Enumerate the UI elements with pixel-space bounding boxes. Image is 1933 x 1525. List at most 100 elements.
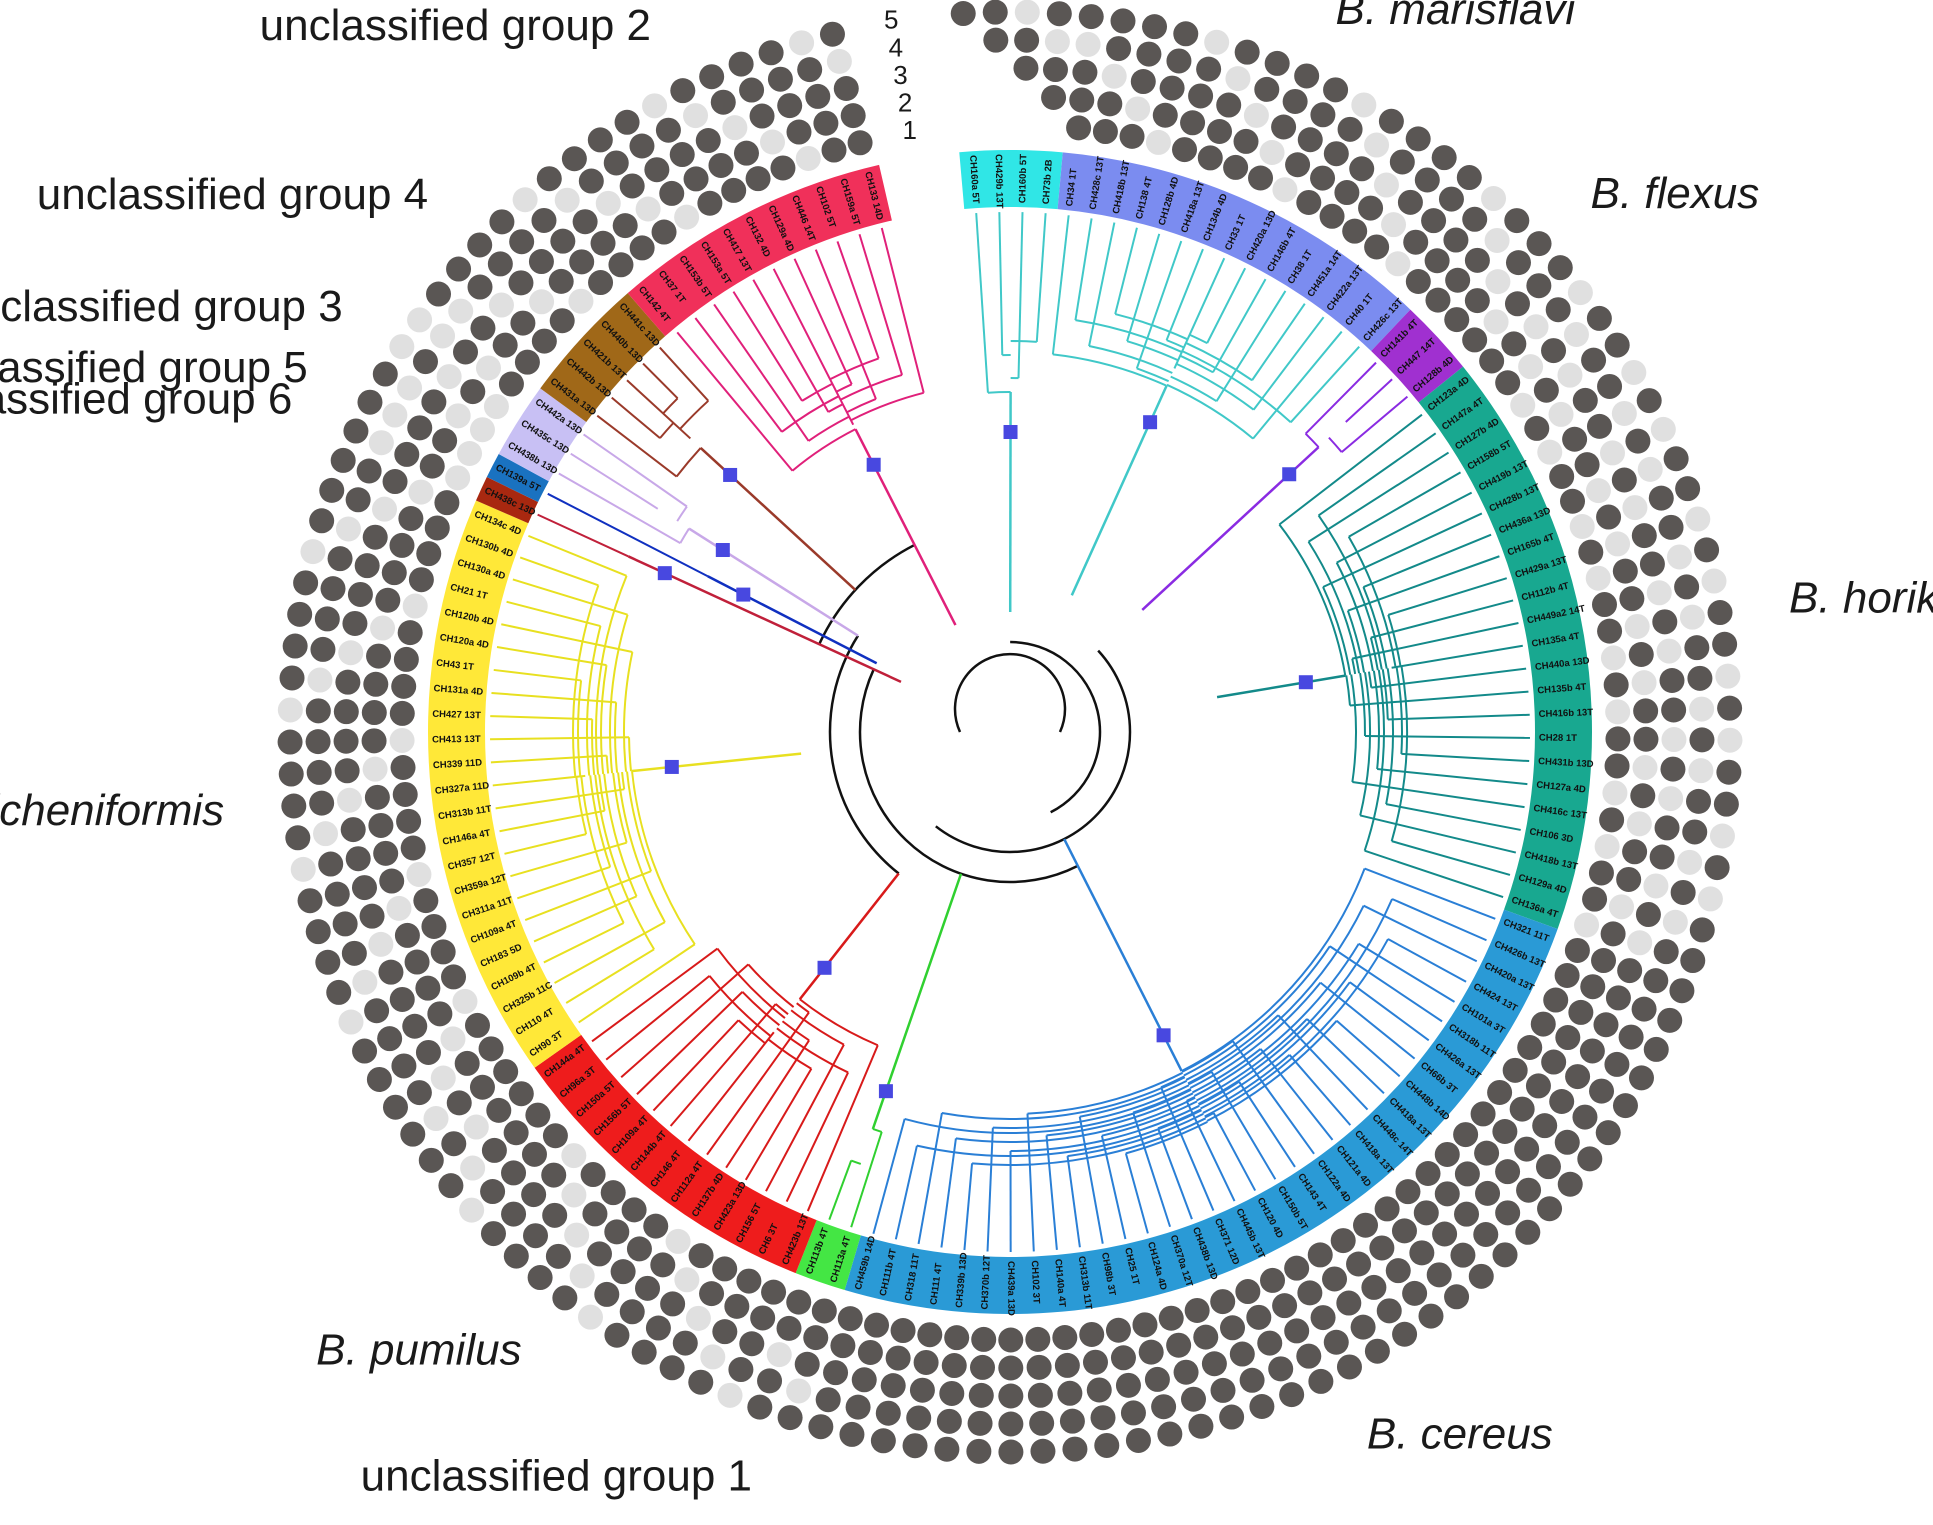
leaf-branch bbox=[814, 249, 877, 400]
backbone bbox=[818, 543, 1132, 884]
marker-ring-5 bbox=[699, 64, 725, 90]
leaf-label: CH339 11D bbox=[433, 757, 483, 771]
leaf-connector bbox=[595, 575, 628, 775]
marker-ring-5 bbox=[1713, 791, 1739, 817]
marker-ring-3 bbox=[342, 610, 368, 636]
leaf-branch bbox=[1387, 577, 1508, 616]
marker-ring-5 bbox=[282, 633, 308, 659]
leaf-label: CH429b 13T bbox=[993, 154, 1005, 209]
leaf-label: CH160a 5T bbox=[967, 155, 981, 204]
marker-ring-2 bbox=[1525, 1073, 1551, 1099]
leaf-branch bbox=[1135, 240, 1183, 369]
marker-ring-5 bbox=[1547, 255, 1573, 281]
marker-ring-2 bbox=[1434, 1181, 1460, 1207]
marker-ring-1 bbox=[1184, 1297, 1210, 1323]
marker-ring-3 bbox=[394, 441, 420, 467]
leaf-connector bbox=[577, 680, 583, 777]
marker-ring-4 bbox=[786, 1378, 812, 1404]
marker-ring-3 bbox=[1361, 1274, 1387, 1300]
marker-ring-4 bbox=[1450, 1242, 1476, 1268]
leaf-branch bbox=[676, 331, 794, 472]
leaf-connector bbox=[626, 771, 652, 872]
leaf-connector bbox=[623, 651, 634, 772]
leaf-branch bbox=[806, 1044, 879, 1212]
marker-ring-1 bbox=[697, 190, 723, 216]
leaf-branch bbox=[565, 948, 655, 1004]
leaf-branch bbox=[1051, 215, 1070, 355]
leaf-label: CH416b 13T bbox=[1539, 707, 1594, 720]
marker-ring-1 bbox=[421, 913, 447, 939]
marker-ring-4 bbox=[412, 349, 438, 375]
marker-ring-4 bbox=[1611, 400, 1637, 426]
marker-ring-5 bbox=[1351, 92, 1377, 118]
marker-ring-4 bbox=[1677, 849, 1703, 875]
leaf-branch bbox=[490, 754, 607, 764]
leaf-connector bbox=[737, 1019, 766, 1045]
leaf-branch bbox=[1074, 218, 1093, 321]
marker-ring-5 bbox=[1094, 1432, 1120, 1458]
marker-ring-3 bbox=[1586, 413, 1612, 439]
marker-ring-5 bbox=[338, 1009, 364, 1035]
clade-band-ug3 bbox=[498, 388, 587, 482]
leaf-connector bbox=[679, 400, 709, 430]
marker-ring-1 bbox=[416, 541, 442, 567]
leaf-connector bbox=[1304, 432, 1320, 448]
marker-ring-3 bbox=[695, 128, 721, 154]
leaf-connector bbox=[987, 391, 1011, 394]
marker-ring-4 bbox=[377, 1026, 403, 1052]
marker-ring-3 bbox=[1057, 1380, 1083, 1406]
leaf-branch bbox=[1387, 713, 1530, 721]
marker-ring-2 bbox=[813, 110, 839, 136]
marker-ring-5 bbox=[1595, 1120, 1621, 1146]
marker-ring-1 bbox=[392, 781, 418, 807]
marker-ring-4 bbox=[710, 89, 736, 115]
leaf-branch bbox=[1289, 346, 1360, 423]
marker-ring-1 bbox=[1560, 488, 1586, 514]
marker-ring-2 bbox=[362, 756, 388, 782]
clade-root-branch bbox=[872, 464, 957, 626]
leaf-connector bbox=[827, 403, 844, 413]
marker-ring-5 bbox=[1586, 305, 1612, 331]
marker-ring-1 bbox=[469, 417, 495, 443]
marker-ring-2 bbox=[1233, 128, 1259, 154]
marker-ring-4 bbox=[1535, 1154, 1561, 1180]
marker-ring-5 bbox=[389, 334, 415, 360]
leaf-connector bbox=[781, 395, 840, 433]
leaf-branch bbox=[1349, 981, 1430, 1042]
marker-ring-3 bbox=[382, 469, 408, 495]
marker-ring-5 bbox=[489, 209, 515, 235]
marker-ring-3 bbox=[766, 1342, 792, 1368]
leaf-connector bbox=[600, 664, 608, 775]
marker-ring-2 bbox=[941, 1353, 967, 1379]
marker-ring-2 bbox=[1445, 267, 1471, 293]
marker-ring-5 bbox=[1604, 332, 1630, 358]
marker-ring-3 bbox=[1072, 59, 1098, 85]
marker-ring-5 bbox=[1364, 1338, 1390, 1364]
marker-ring-5 bbox=[1716, 759, 1742, 785]
marker-ring-3 bbox=[1159, 75, 1185, 101]
marker-ring-4 bbox=[545, 1243, 571, 1269]
marker-ring-4 bbox=[397, 375, 423, 401]
marker-ring-4 bbox=[1686, 788, 1712, 814]
marker-ring-3 bbox=[777, 93, 803, 119]
marker-ring-1 bbox=[736, 1268, 762, 1294]
marker-ring-4 bbox=[1323, 1329, 1349, 1355]
marker-ring-2 bbox=[1501, 331, 1527, 357]
marker-ring-1 bbox=[795, 145, 821, 171]
marker-ring-3 bbox=[823, 1360, 849, 1386]
marker-ring-4 bbox=[1296, 1343, 1322, 1369]
clade-band-marisflavi bbox=[1057, 152, 1411, 351]
clade-label-ug3: unclassified group 3 bbox=[0, 282, 343, 331]
marker-ring-2 bbox=[1596, 504, 1622, 530]
marker-ring-5 bbox=[966, 1438, 992, 1464]
marker-ring-4 bbox=[1166, 48, 1192, 74]
clade-root-branch bbox=[1070, 421, 1152, 596]
marker-ring-1 bbox=[445, 465, 471, 491]
marker-ring-4 bbox=[1254, 76, 1280, 102]
marker-ring-2 bbox=[469, 1074, 495, 1100]
leaf-label: CH339b 13D bbox=[954, 1252, 970, 1308]
marker-ring-4 bbox=[578, 168, 604, 194]
marker-ring-2 bbox=[529, 289, 555, 315]
marker-ring-2 bbox=[1369, 1235, 1395, 1261]
